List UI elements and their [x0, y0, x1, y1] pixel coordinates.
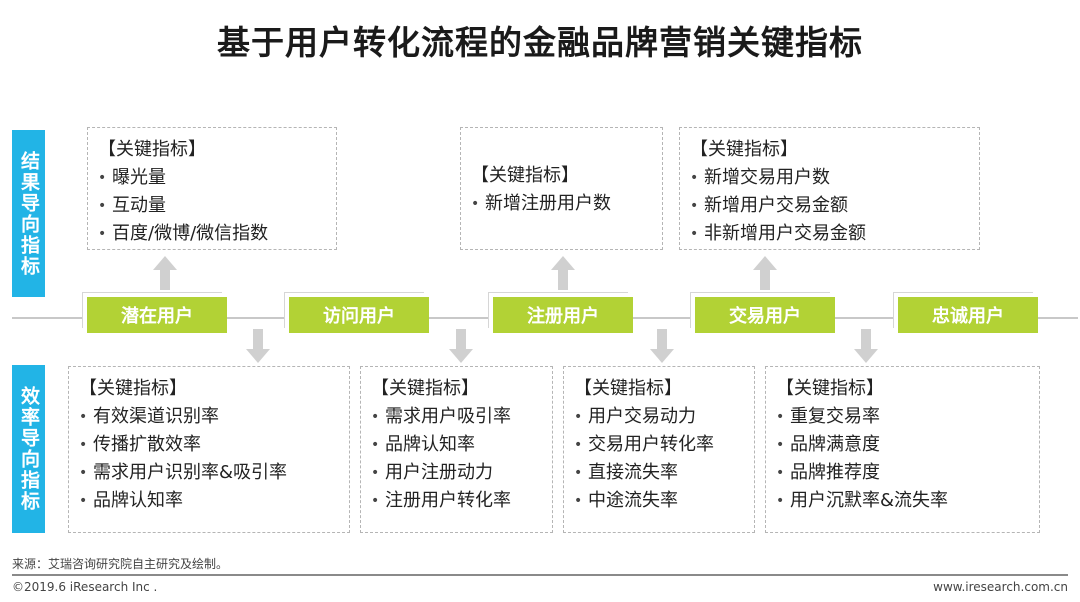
arrow-up-icon	[153, 256, 177, 290]
metric-item: 曝光量	[98, 164, 326, 192]
arrow-down-icon	[650, 329, 674, 363]
box-header: 【关键指标】	[471, 165, 579, 186]
efficiency-metrics-box: 【关键指标】用户交易动力交易用户转化率直接流失率中途流失率	[563, 366, 755, 533]
box-header: 【关键指标】	[574, 378, 682, 399]
stage-box: 访问用户	[289, 297, 429, 333]
metric-item: 传播扩散效率	[79, 431, 339, 459]
box-header: 【关键指标】	[79, 378, 187, 399]
metric-item: 用户交易动力	[574, 403, 744, 431]
result-metrics-box: 【关键指标】新增交易用户数新增用户交易金额非新增用户交易金额	[679, 127, 980, 250]
stage-box: 交易用户	[695, 297, 835, 333]
box-header: 【关键指标】	[776, 378, 884, 399]
arrow-down-icon	[246, 329, 270, 363]
side-label-efficiency: 效率导向指标	[12, 365, 45, 533]
efficiency-metrics-box: 【关键指标】重复交易率品牌满意度品牌推荐度用户沉默率&流失率	[765, 366, 1040, 533]
stage-box: 潜在用户	[87, 297, 227, 333]
efficiency-metrics-box: 【关键指标】有效渠道识别率传播扩散效率需求用户识别率&吸引率品牌认知率	[68, 366, 350, 533]
metric-item: 品牌认知率	[79, 487, 339, 515]
arrow-up-icon	[551, 256, 575, 290]
metric-item: 品牌推荐度	[776, 459, 1029, 487]
box-header: 【关键指标】	[690, 139, 798, 160]
metric-item: 注册用户转化率	[371, 487, 542, 515]
metric-item: 用户注册动力	[371, 459, 542, 487]
metric-item: 交易用户转化率	[574, 431, 744, 459]
metric-item: 直接流失率	[574, 459, 744, 487]
source-note: 来源：艾瑞咨询研究院自主研究及绘制。	[12, 557, 229, 571]
metric-item: 百度/微博/微信指数	[98, 220, 326, 248]
box-header: 【关键指标】	[371, 378, 479, 399]
arrow-up-icon	[753, 256, 777, 290]
metric-item: 用户沉默率&流失率	[776, 487, 1029, 515]
metric-item: 需求用户吸引率	[371, 403, 542, 431]
metric-item: 新增注册用户数	[471, 190, 652, 218]
metric-item: 品牌认知率	[371, 431, 542, 459]
side-label-result: 结果导向指标	[12, 130, 45, 297]
page-title: 基于用户转化流程的金融品牌营销关键指标	[217, 23, 863, 62]
metric-item: 新增用户交易金额	[690, 192, 969, 220]
metric-item: 中途流失率	[574, 487, 744, 515]
metric-item: 非新增用户交易金额	[690, 220, 969, 248]
result-metrics-box: 【关键指标】曝光量互动量百度/微博/微信指数	[87, 127, 337, 250]
copyright: ©2019.6 iResearch Inc .	[12, 580, 158, 594]
metric-item: 新增交易用户数	[690, 164, 969, 192]
metric-item: 互动量	[98, 192, 326, 220]
metric-item: 有效渠道识别率	[79, 403, 339, 431]
arrow-down-icon	[449, 329, 473, 363]
footer-divider	[12, 574, 1068, 576]
box-header: 【关键指标】	[98, 139, 206, 160]
result-metrics-box: 【关键指标】新增注册用户数	[460, 127, 663, 250]
metric-item: 品牌满意度	[776, 431, 1029, 459]
stage-box: 注册用户	[493, 297, 633, 333]
website-url: www.iresearch.com.cn	[933, 580, 1068, 594]
metric-item: 重复交易率	[776, 403, 1029, 431]
stage-box: 忠诚用户	[898, 297, 1038, 333]
arrow-down-icon	[854, 329, 878, 363]
metric-item: 需求用户识别率&吸引率	[79, 459, 339, 487]
efficiency-metrics-box: 【关键指标】需求用户吸引率品牌认知率用户注册动力注册用户转化率	[360, 366, 553, 533]
